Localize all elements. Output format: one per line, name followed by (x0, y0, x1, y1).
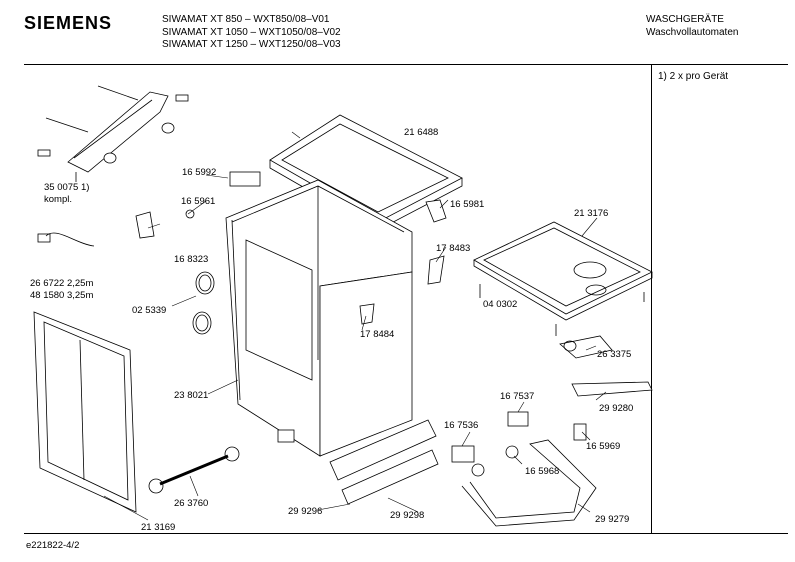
part-label: 16 7536 (444, 420, 478, 431)
small-parts-top (37, 171, 447, 247)
part-label: 26 3760 (174, 498, 208, 509)
cabinet-body (225, 179, 413, 457)
mounting-bracket (37, 85, 189, 182)
part-label: 16 5981 (450, 199, 484, 210)
drawing-frame (24, 64, 788, 534)
part-label: 29 9296 (288, 506, 322, 517)
footnote: 1) 2 x pro Gerät (658, 71, 729, 82)
latches-and-screws (359, 255, 645, 336)
part-labels: 35 0075 1) kompl. 16 5992 16 5961 21 648… (30, 127, 633, 533)
electrical-parts (451, 381, 653, 527)
part-label: 17 8484 (360, 329, 394, 340)
part-label: kompl. (44, 194, 72, 205)
part-label: 16 5961 (181, 196, 215, 207)
part-label: 21 3169 (141, 522, 175, 533)
control-panel (277, 419, 439, 505)
part-label: 21 3176 (574, 208, 608, 219)
category-title: WASCHGERÄTE (646, 14, 724, 25)
part-label: 29 9280 (599, 403, 633, 414)
side-panel (33, 311, 137, 513)
model-line: SIWAMAT XT 850 – WXT850/08–V01 (162, 14, 330, 25)
part-label: 16 8323 (174, 254, 208, 265)
base-plate (473, 221, 653, 321)
part-label: 02 5339 (132, 305, 166, 316)
category-subtitle: Waschvollautomaten (646, 26, 739, 38)
model-line: SIWAMAT XT 1250 – WXT1250/08–V03 (162, 39, 341, 50)
part-label: 26 3375 (597, 349, 631, 360)
document-id: e221822-4/2 (26, 540, 80, 551)
part-label: 16 5992 (182, 167, 216, 178)
part-label: 29 9279 (595, 514, 629, 525)
part-label: 26 6722 2,25m (30, 278, 93, 289)
frame-divider (651, 64, 652, 534)
part-label: 21 6488 (404, 127, 438, 138)
pump-part (559, 335, 613, 359)
part-label: 04 0302 (483, 299, 517, 310)
model-list: SIWAMAT XT 850 – WXT850/08–V01 SIWAMAT X… (162, 14, 341, 52)
seal-rings (192, 271, 215, 335)
part-label: 48 1580 3,25m (30, 290, 93, 301)
part-label: 35 0075 1) (44, 182, 89, 193)
brand-logo: SIEMENS (24, 13, 113, 33)
category-block: WASCHGERÄTE Waschvollautomaten (646, 14, 738, 39)
model-line: SIWAMAT XT 1050 – WXT1050/08–V02 (162, 26, 341, 38)
part-label: 16 7537 (500, 391, 534, 402)
part-label: 23 8021 (174, 390, 208, 401)
part-label: 16 5968 (525, 466, 559, 477)
part-label: 29 9298 (390, 510, 424, 521)
part-label: 17 8483 (436, 243, 470, 254)
spanner-tool (148, 446, 240, 494)
part-label: 16 5969 (586, 441, 620, 452)
leader-lines (103, 131, 607, 521)
